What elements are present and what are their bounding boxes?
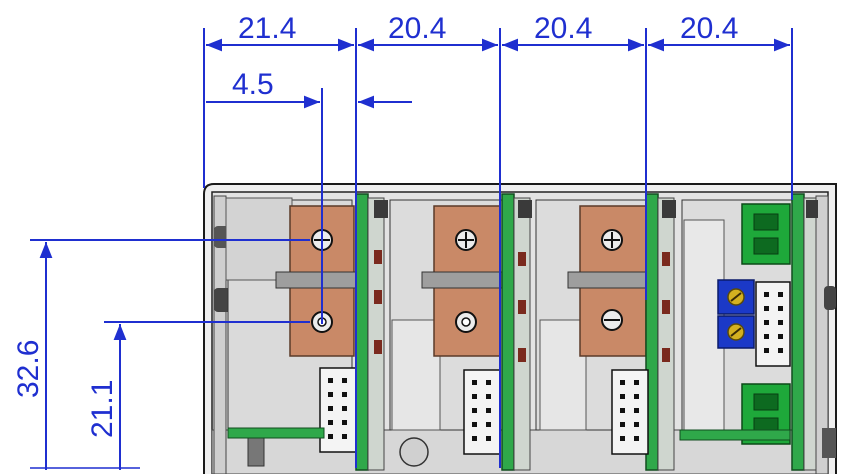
module-4 [679, 193, 818, 471]
module-2 [389, 193, 532, 471]
potentiometer-icon [717, 315, 755, 349]
header-connector-4 [755, 281, 791, 367]
module-1 [225, 193, 388, 471]
plug-connector-top [741, 203, 791, 265]
pcb-board-4 [791, 193, 805, 471]
terminal-block-3 [567, 205, 653, 357]
terminal-screw-icon [455, 229, 477, 251]
dim-label-offset: 4.5 [232, 68, 274, 101]
terminal-block-2 [421, 205, 507, 357]
header-connector-1 [319, 367, 357, 453]
pcb-board-2 [501, 193, 515, 471]
terminal-screw-icon [601, 229, 623, 251]
dimension-lines [30, 28, 793, 470]
dim-label-3: 20.4 [534, 12, 592, 45]
dim-label-1: 21.4 [238, 12, 296, 45]
dim-label-4: 20.4 [680, 12, 738, 45]
dim-label-2: 20.4 [388, 12, 446, 45]
pcb-board-1 [355, 193, 369, 471]
header-connector-3 [611, 369, 649, 455]
dim-label-height-lower: 21.1 [86, 380, 119, 438]
potentiometer-icon [717, 279, 755, 315]
terminal-screw-icon [601, 309, 623, 331]
terminal-screw-icon [455, 311, 477, 333]
dim-label-height-total: 32.6 [12, 340, 45, 398]
module-3 [535, 193, 676, 471]
header-connector-2 [463, 369, 501, 455]
